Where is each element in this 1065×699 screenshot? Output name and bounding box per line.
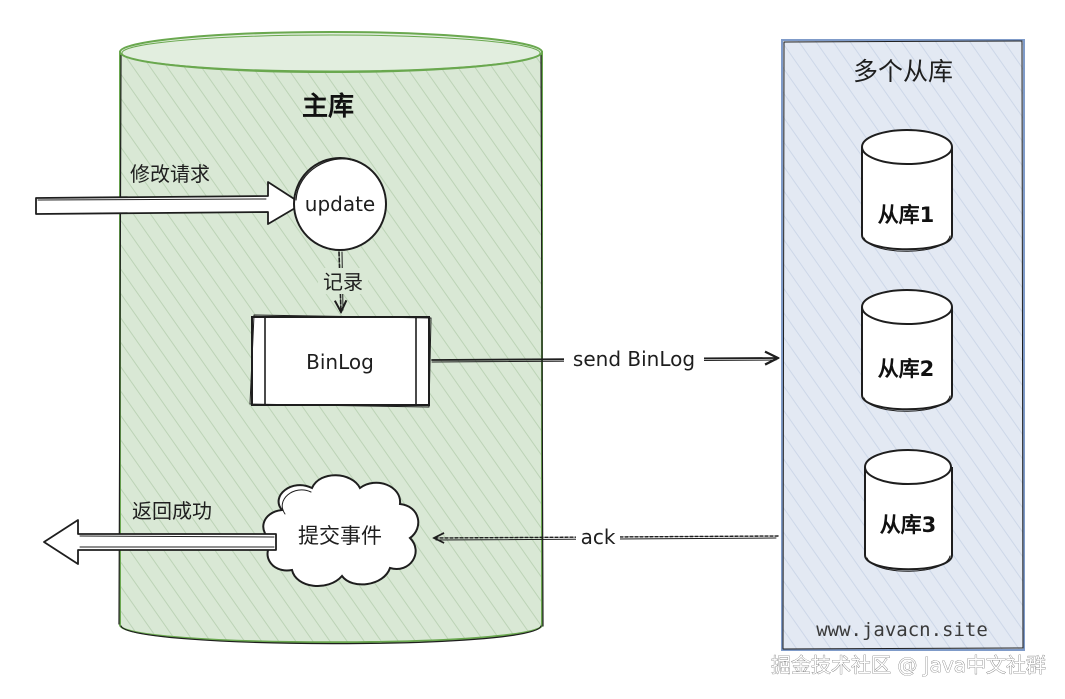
slave-db-1 bbox=[861, 129, 953, 252]
ack-label-bg bbox=[576, 524, 620, 550]
return-success-label: 返回成功 bbox=[132, 499, 212, 523]
record-label-bg bbox=[318, 268, 368, 294]
update-label: update bbox=[305, 192, 375, 216]
commit-event-label: 提交事件 bbox=[298, 524, 382, 548]
slave-label-3: 从库3 bbox=[880, 513, 937, 537]
binlog-label: BinLog bbox=[306, 350, 374, 374]
slaves-title: 多个从库 bbox=[853, 57, 953, 86]
credit-watermark: 掘金技术社区 @ Java中文社群 bbox=[771, 653, 1046, 677]
send-label-bg bbox=[564, 346, 704, 372]
slave-label-2: 从库2 bbox=[878, 357, 935, 381]
site-watermark: www.javacn.site bbox=[816, 619, 988, 641]
return-success-arrow bbox=[43, 519, 277, 565]
record-label: 记录 bbox=[323, 270, 363, 294]
commit-event-cloud bbox=[262, 474, 420, 588]
update-node bbox=[293, 157, 387, 251]
send-binlog-label: send BinLog bbox=[573, 347, 695, 371]
incoming-request-arrow bbox=[35, 181, 303, 225]
binlog-box bbox=[249, 314, 432, 408]
slave-db-3 bbox=[864, 449, 953, 572]
slave-db-2 bbox=[861, 289, 953, 412]
incoming-request-label: 修改请求 bbox=[130, 162, 210, 186]
slave-label-1: 从库1 bbox=[878, 203, 935, 227]
master-title: 主库 bbox=[302, 92, 354, 122]
ack-label: ack bbox=[581, 525, 616, 549]
